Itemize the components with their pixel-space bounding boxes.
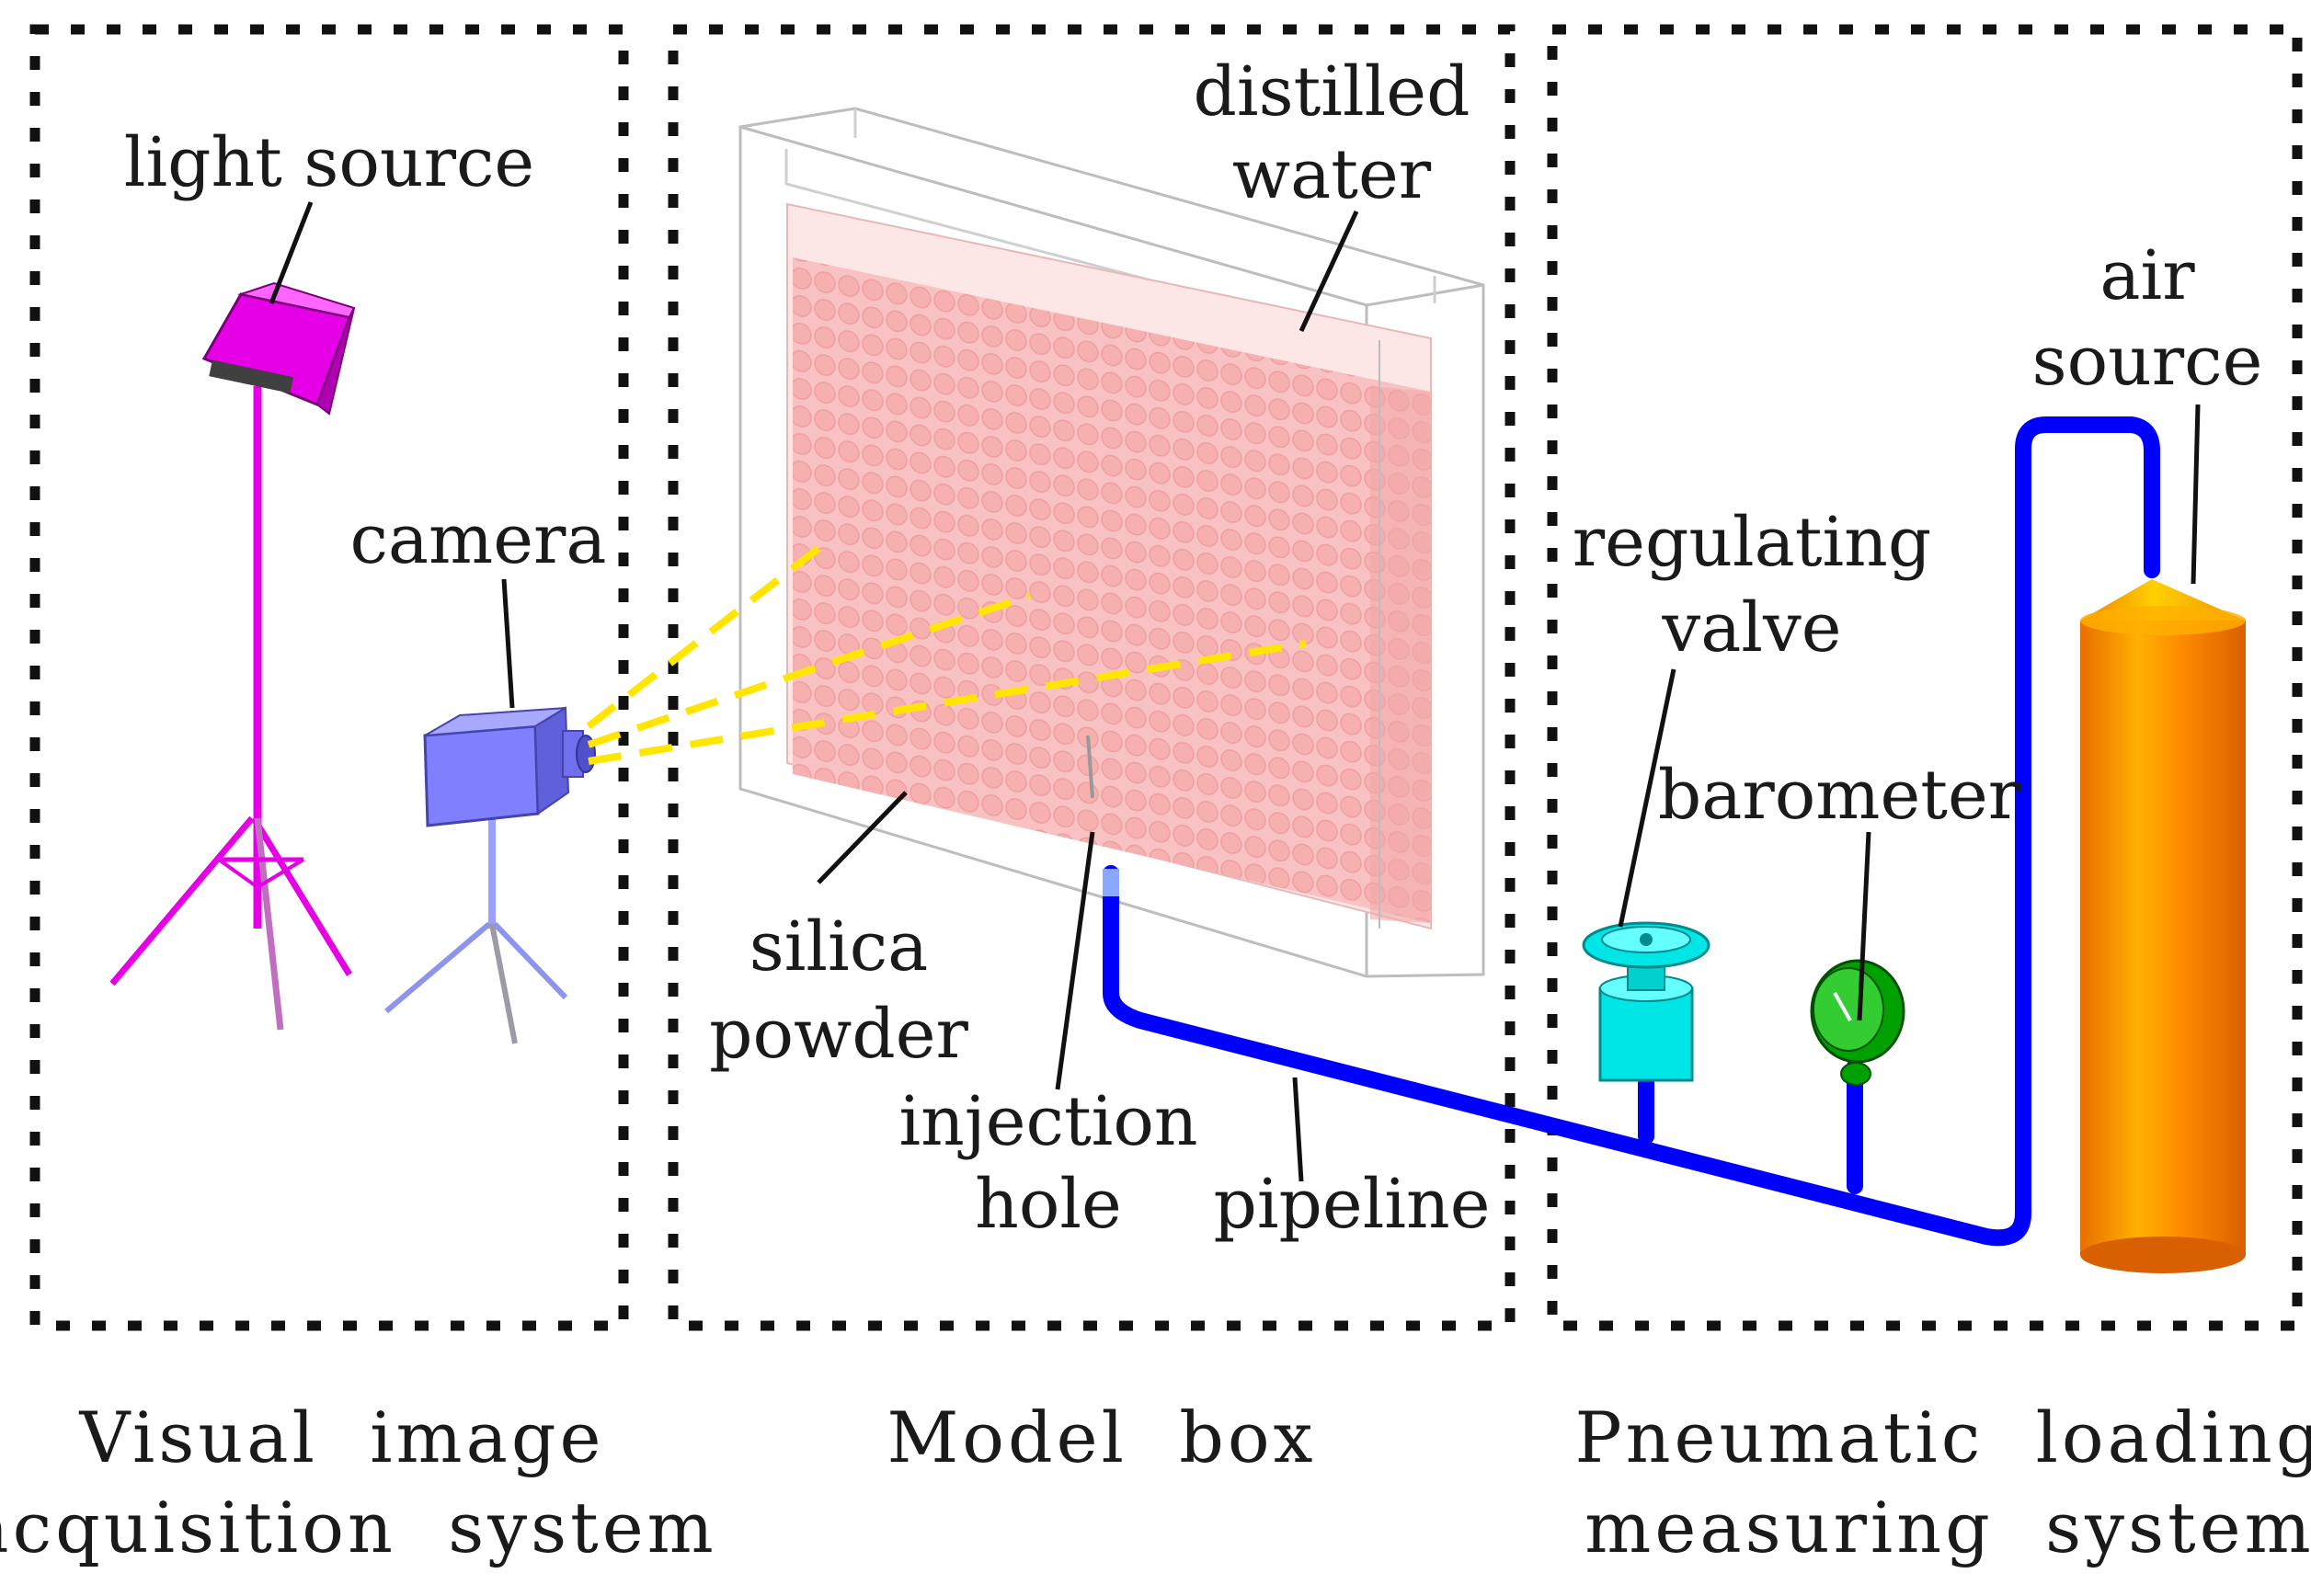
label-distilled-water-line2: water	[1232, 135, 1432, 214]
caption-visual-line1: Visual image	[78, 1396, 604, 1478]
label-injection-hole-line2: hole	[975, 1165, 1122, 1244]
caption-model-box: Model box	[887, 1396, 1316, 1478]
camera-tripod	[384, 809, 568, 1044]
caption-pneumatic-line2: measuring system	[1585, 1487, 2311, 1568]
regulating-valve	[1582, 921, 1710, 1082]
barometer	[1810, 959, 1905, 1086]
leader-lines	[269, 201, 2201, 1182]
label-regulating-valve-line1: regulating	[1573, 503, 1931, 582]
caption-visual-line2: acquisition system	[0, 1487, 717, 1568]
model-box	[738, 107, 1485, 978]
label-distilled-water-line1: distilled	[1194, 52, 1470, 131]
silica-powder-fill	[793, 257, 1431, 923]
label-silica-powder-line1: silica	[749, 907, 929, 986]
caption-pneumatic-line1: Pneumatic loading	[1574, 1396, 2311, 1478]
label-camera: camera	[349, 500, 606, 579]
label-silica-powder-line2: powder	[709, 995, 968, 1074]
section-frame-pneumatic	[1547, 24, 2303, 1331]
label-regulating-valve-line2: valve	[1661, 588, 1841, 667]
label-light-source: light source	[124, 123, 534, 202]
light-source-lamp	[201, 281, 356, 416]
section-frame-model	[668, 24, 1516, 1331]
light-source-tripod	[109, 386, 352, 1031]
label-pipeline: pipeline	[1214, 1165, 1491, 1244]
label-air-source-line2: source	[2032, 322, 2263, 401]
air-source-tank	[2080, 579, 2246, 1273]
label-injection-hole-line1: injection	[898, 1082, 1197, 1161]
camera-sight-lines	[586, 534, 1307, 765]
label-air-source-line1: air	[2099, 236, 2195, 315]
section-frame-visual	[29, 24, 629, 1331]
label-barometer: barometer	[1658, 756, 2021, 835]
pipeline	[1103, 416, 2160, 1247]
camera-body	[423, 706, 596, 827]
